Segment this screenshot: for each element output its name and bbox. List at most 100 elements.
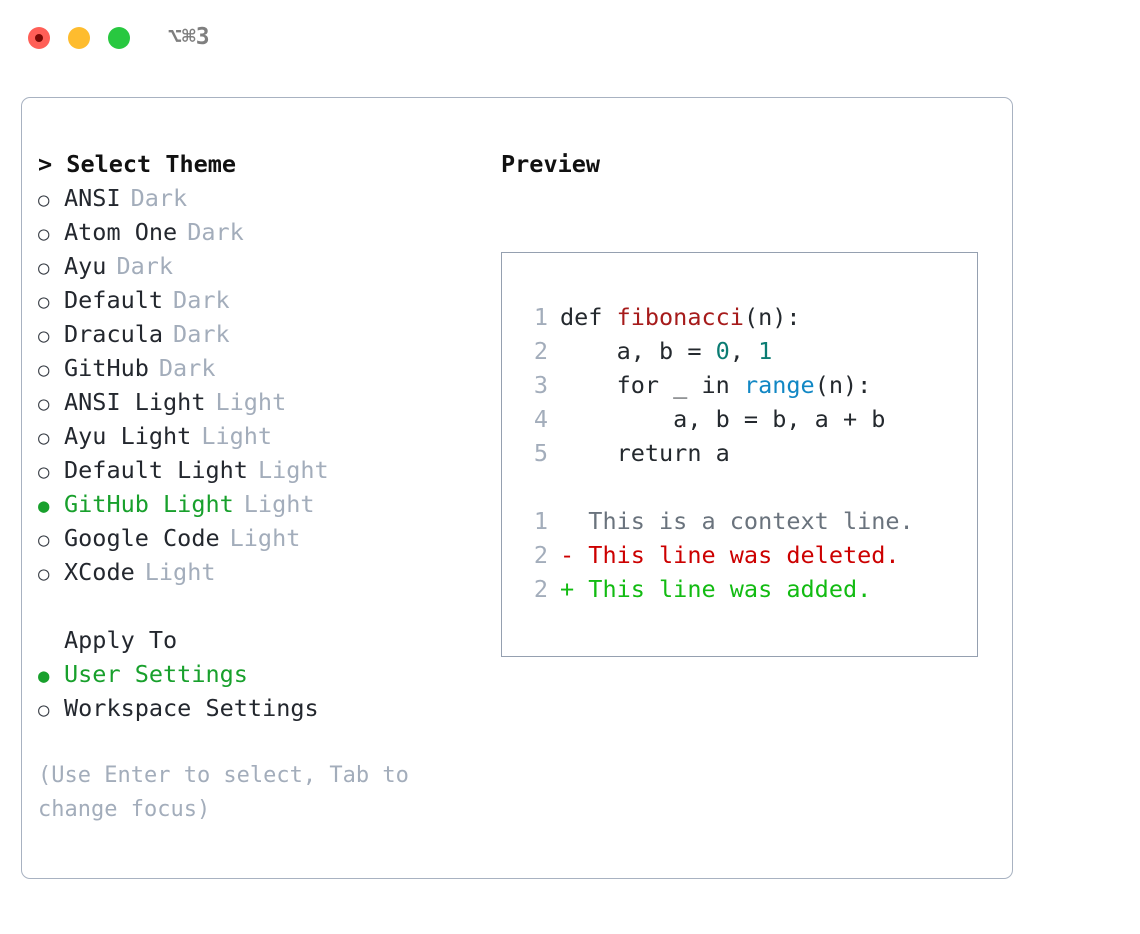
theme-variant-tag: Dark <box>187 218 244 246</box>
theme-option-row[interactable]: ● GitHub Light Light <box>38 487 478 521</box>
diff-line-content: This is a context line. <box>560 507 914 535</box>
code-line-content: def fibonacci(n): <box>560 300 801 334</box>
theme-option-label: Google Code <box>64 524 220 552</box>
apply-to-option-row[interactable]: ○ Workspace Settings <box>38 691 478 725</box>
radio-unselected-icon[interactable]: ○ <box>38 393 50 415</box>
minimize-window-button[interactable] <box>68 27 90 49</box>
diff-line: 2 + This line was added. <box>522 572 914 606</box>
radio-selected-icon[interactable]: ● <box>38 665 50 687</box>
code-token: a, b = <box>560 337 716 365</box>
theme-option-label: Ayu Light <box>64 422 192 450</box>
theme-variant-tag: Light <box>229 524 301 552</box>
radio-unselected-icon[interactable]: ○ <box>38 291 50 313</box>
code-token: a, b = b, a + b <box>560 405 886 433</box>
diff-line-content: - This line was deleted. <box>560 541 900 569</box>
code-line-content: return a <box>560 436 730 470</box>
maximize-window-button[interactable] <box>108 27 130 49</box>
apply-to-list: ●User Settings ○ Workspace Settings <box>38 657 478 725</box>
page-title: > Select Theme <box>38 150 237 178</box>
radio-unselected-icon[interactable]: ○ <box>38 529 50 551</box>
radio-selected-icon[interactable]: ● <box>38 495 50 517</box>
radio-unselected-icon[interactable]: ○ <box>38 189 50 211</box>
code-line: 4 a, b = b, a + b <box>522 402 914 436</box>
line-number: 2 <box>533 337 548 365</box>
apply-to-label: Apply To <box>64 626 178 654</box>
apply-to-option-label: Workspace Settings <box>64 694 319 722</box>
theme-option-label: Atom One <box>64 218 178 246</box>
radio-unselected-icon[interactable]: ○ <box>38 563 50 585</box>
theme-option-row[interactable]: ○ Default Light Light <box>38 453 478 487</box>
code-token: (n): <box>814 371 872 399</box>
theme-option-row[interactable]: ○ Google Code Light <box>38 521 478 555</box>
radio-unselected-icon[interactable]: ○ <box>38 257 50 279</box>
theme-option-label: Default Light <box>64 456 248 484</box>
code-token: 0 <box>715 337 730 365</box>
radio-unselected-icon[interactable]: ○ <box>38 427 50 449</box>
preview-heading: Preview <box>501 150 601 178</box>
keyboard-hint: (Use Enter to select, Tab to change focu… <box>38 763 423 822</box>
diff-line: 2 - This line was deleted. <box>522 538 914 572</box>
theme-option-label: Dracula <box>64 320 164 348</box>
theme-option-label: GitHub Light <box>64 490 234 518</box>
code-line: 3 for _ in range(n): <box>522 368 914 402</box>
theme-variant-tag: Light <box>243 490 315 518</box>
theme-variant-tag: Dark <box>116 252 174 280</box>
line-number: 3 <box>533 371 548 399</box>
theme-option-row[interactable]: ○ ANSI Light Light <box>38 385 478 419</box>
diff-line: 1 This is a context line. <box>522 504 914 538</box>
code-token: range <box>743 371 815 399</box>
radio-unselected-icon[interactable]: ○ <box>38 359 50 381</box>
theme-variant-tag: Dark <box>173 320 230 348</box>
line-number: 4 <box>533 405 548 433</box>
code-line: 5 return a <box>522 436 914 470</box>
window-titlebar: ⌥⌘3 <box>0 0 1140 78</box>
line-number: 5 <box>533 439 548 467</box>
apply-to-option-row[interactable]: ●User Settings <box>38 657 478 691</box>
code-token: (n): <box>743 303 801 331</box>
diff-line-content: + This line was added. <box>560 575 872 603</box>
radio-unselected-icon[interactable]: ○ <box>38 461 50 483</box>
radio-unselected-icon[interactable]: ○ <box>38 325 50 347</box>
code-token: def <box>560 303 617 331</box>
line-number: 2 <box>533 541 548 569</box>
line-number: 1 <box>533 303 548 331</box>
theme-option-row[interactable]: ○ Ayu Dark <box>38 249 478 283</box>
theme-option-label: Default <box>64 286 164 314</box>
code-line-content: for _ in range(n): <box>560 368 872 402</box>
code-token: fibonacci <box>616 303 744 331</box>
theme-option-row[interactable]: ○ Atom One Dark <box>38 215 478 249</box>
theme-variant-tag: Light <box>257 456 329 484</box>
radio-unselected-icon[interactable]: ○ <box>38 699 50 721</box>
code-line: 2 a, b = 0, 1 <box>522 334 914 368</box>
code-line-content: a, b = b, a + b <box>560 402 885 436</box>
code-token: return a <box>560 439 730 467</box>
theme-option-label: Ayu <box>64 252 107 280</box>
theme-option-label: ANSI Light <box>64 388 206 416</box>
hint-spacer <box>38 725 478 759</box>
code-token: 1 <box>758 337 773 365</box>
code-blank-line <box>522 470 914 504</box>
theme-option-label: XCode <box>64 558 135 586</box>
close-window-button[interactable] <box>28 27 50 49</box>
theme-option-label: GitHub <box>64 354 149 382</box>
radio-unselected-icon[interactable]: ○ <box>38 223 50 245</box>
line-number: 1 <box>533 507 548 535</box>
theme-variant-tag: Light <box>215 388 287 416</box>
window-shortcut-label: ⌥⌘3 <box>168 24 210 50</box>
theme-option-row[interactable]: ○ Dracula Dark <box>38 317 478 351</box>
line-number: 2 <box>533 575 548 603</box>
code-token: for _ in <box>560 371 744 399</box>
code-line: 1 def fibonacci(n): <box>522 300 914 334</box>
